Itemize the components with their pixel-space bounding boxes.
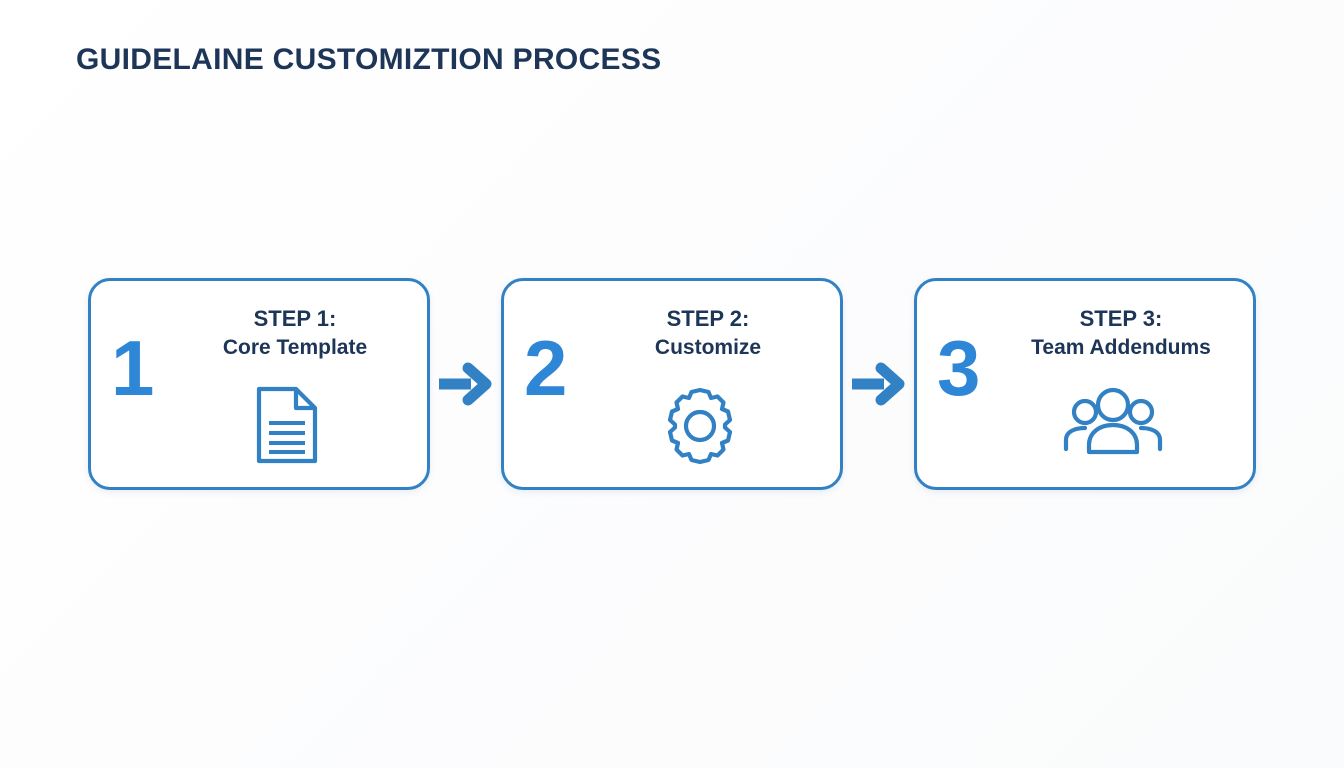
step-heading-1: STEP 1: bbox=[253, 306, 337, 331]
team-icon bbox=[917, 385, 1253, 457]
arrow-right-icon-2 bbox=[848, 362, 910, 406]
step-text-3: STEP 3: Team Addendums bbox=[1003, 304, 1239, 362]
document-icon bbox=[91, 385, 427, 465]
step-subheading-1: Core Template bbox=[222, 336, 368, 359]
step-heading-3: STEP 3: bbox=[1079, 306, 1163, 331]
gear-icon bbox=[504, 385, 840, 467]
step-card-1[interactable]: 1 STEP 1: Core Template bbox=[88, 278, 430, 490]
step-number-3: 3 bbox=[937, 324, 980, 412]
step-text-2: STEP 2: Customize bbox=[590, 304, 826, 362]
process-flow: 1 STEP 1: Core Template 2 STEP 2: C bbox=[88, 278, 1256, 490]
step-subheading-2: Customize bbox=[654, 336, 762, 359]
step-heading-2: STEP 2: bbox=[666, 306, 750, 331]
arrow-right-icon-1 bbox=[435, 362, 497, 406]
step-number-1: 1 bbox=[111, 324, 154, 412]
step-number-2: 2 bbox=[524, 324, 567, 412]
step-text-1: STEP 1: Core Template bbox=[177, 304, 413, 362]
page-title: GUIDELAINE CUSTOMIZTION PROCESS bbox=[76, 43, 662, 76]
step-card-2[interactable]: 2 STEP 2: Customize bbox=[501, 278, 843, 490]
step-subheading-3: Team Addendums bbox=[1031, 336, 1211, 359]
step-card-3[interactable]: 3 STEP 3: Team Addendums bbox=[914, 278, 1256, 490]
